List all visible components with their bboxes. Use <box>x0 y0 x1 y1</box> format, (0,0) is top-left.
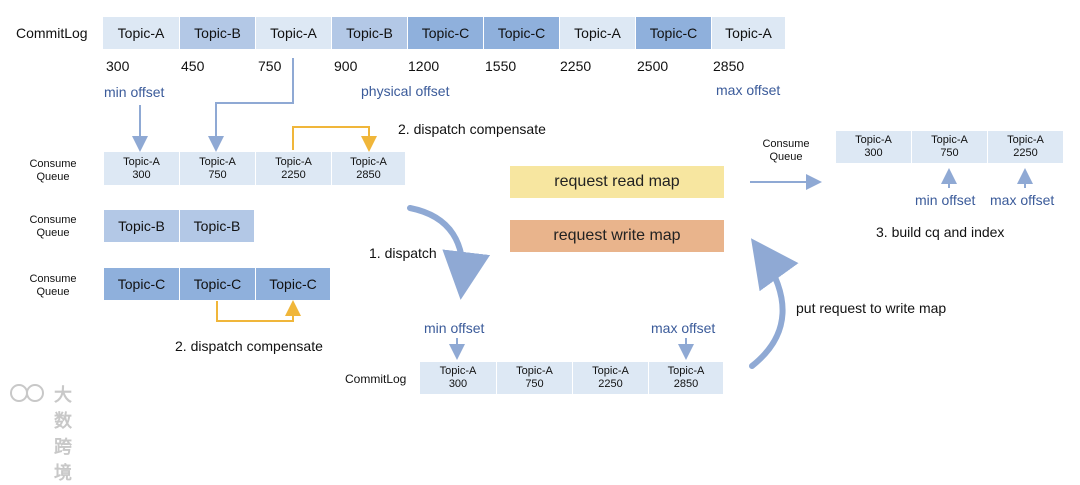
right-consume-queue-label: Consume Queue <box>762 138 810 163</box>
right-queue-cell: Topic-A 300 <box>836 131 912 163</box>
offset-value: 2850 <box>713 58 745 74</box>
offset-value: 450 <box>181 58 205 74</box>
offset-value: 300 <box>106 58 130 74</box>
queue-a-cell: Topic-A 2250 <box>256 152 332 185</box>
request-read-map: request read map <box>510 166 724 198</box>
right-min-offset-label: min offset <box>915 192 976 208</box>
request-write-map: request write map <box>510 220 724 252</box>
commitlog-bottom-cell: Topic-A 300 <box>420 362 497 394</box>
right-max-offset-label: max offset <box>990 192 1055 208</box>
queue-b-cell: Topic-B <box>104 210 180 242</box>
right-queue-cell: Topic-A 2250 <box>988 131 1064 163</box>
consume-queue-label: Consume Queue <box>29 273 77 298</box>
commitlog-cell: Topic-B <box>332 17 408 49</box>
compensate-top-arrow <box>292 126 377 152</box>
offset-value: 750 <box>258 58 282 74</box>
cell-offset: 2250 <box>281 168 306 181</box>
cell-offset: 750 <box>940 147 959 159</box>
queue-b-cell: Topic-B <box>180 210 255 242</box>
commitlog-cell: Topic-A <box>560 17 636 49</box>
queue-c-cell: Topic-C <box>256 268 331 300</box>
build-cq-caption: 3. build cq and index <box>876 224 1005 240</box>
offset-value: 2500 <box>637 58 669 74</box>
cell-topic: Topic-A <box>516 365 553 377</box>
min-offset-label: min offset <box>104 84 165 100</box>
cell-offset: 2250 <box>598 378 623 390</box>
cell-offset: 300 <box>448 378 468 390</box>
put-request-curve-arrow <box>749 238 799 369</box>
dispatch-compensate-top-label: 2. dispatch compensate <box>398 121 546 137</box>
queue-c-cell: Topic-C <box>180 268 256 300</box>
bottom-min-offset-label: min offset <box>424 320 485 336</box>
watermark: 大数跨境 <box>8 380 72 483</box>
cell-offset: 300 <box>132 168 151 181</box>
consume-queue-label: Consume Queue <box>29 214 77 239</box>
commitlog-bottom-cell: Topic-A 750 <box>497 362 573 394</box>
cell-offset: 300 <box>864 147 883 159</box>
commitlog-cell: Topic-B <box>180 17 256 49</box>
cell-topic: Topic-A <box>275 155 312 168</box>
cell-topic: Topic-A <box>199 155 236 168</box>
compensate-bottom-arrow <box>216 300 301 322</box>
commitlog-bottom-label: CommitLog <box>345 372 407 386</box>
max-offset-label: max offset <box>716 82 781 98</box>
offset-value: 2250 <box>560 58 592 74</box>
commitlog-cell: Topic-C <box>484 17 560 49</box>
cell-offset: 2850 <box>673 378 699 390</box>
cell-topic: Topic-A <box>667 365 705 377</box>
cell-topic: Topic-A <box>123 155 160 168</box>
arrows-layer <box>132 58 1033 369</box>
commitlog-cell: Topic-A <box>712 17 786 49</box>
cell-offset: 2850 <box>356 168 381 181</box>
offset-value: 1200 <box>408 58 440 74</box>
cell-offset: 750 <box>525 378 544 390</box>
physical-offset-label: physical offset <box>361 83 450 99</box>
cell-topic: Topic-A <box>931 134 968 146</box>
dispatch-750-arrow <box>208 58 294 152</box>
commitlog-cell: Topic-C <box>408 17 484 49</box>
consume-queue-label: Consume Queue <box>29 158 77 183</box>
commitlog-cell: Topic-A <box>256 17 332 49</box>
commitlog-cell: Topic-C <box>636 17 712 49</box>
cell-topic: Topic-A <box>439 365 477 377</box>
watermark-text: 大数跨境 <box>54 385 72 483</box>
cell-topic: Topic-A <box>350 155 387 168</box>
queue-a-cell: Topic-A 2850 <box>332 152 406 185</box>
offset-value: 900 <box>334 58 358 74</box>
cell-topic: Topic-A <box>855 134 892 146</box>
queue-a-cell: Topic-A 300 <box>104 152 180 185</box>
cell-offset: 750 <box>208 168 227 181</box>
dispatch-compensate-bottom-label: 2. dispatch compensate <box>175 338 323 354</box>
queue-a-cell: Topic-A 750 <box>180 152 256 185</box>
cell-topic: Topic-A <box>592 365 629 377</box>
commitlog-top-label: CommitLog <box>16 25 88 41</box>
queue-c-cell: Topic-C <box>104 268 180 300</box>
commitlog-cell: Topic-A <box>103 17 180 49</box>
commitlog-bottom-cell: Topic-A 2850 <box>649 362 724 394</box>
offset-value: 1550 <box>485 58 517 74</box>
bottom-max-offset-label: max offset <box>651 320 716 336</box>
dispatch-curve-arrow <box>407 205 491 300</box>
cell-offset: 2250 <box>1013 147 1038 159</box>
right-queue-cell: Topic-A 750 <box>912 131 988 163</box>
cell-topic: Topic-A <box>1007 134 1044 146</box>
put-request-label: put request to write map <box>796 300 947 316</box>
dispatch-label: 1. dispatch <box>369 245 437 261</box>
commitlog-bottom-cell: Topic-A 2250 <box>573 362 649 394</box>
watermark-logo-icon <box>10 384 44 402</box>
